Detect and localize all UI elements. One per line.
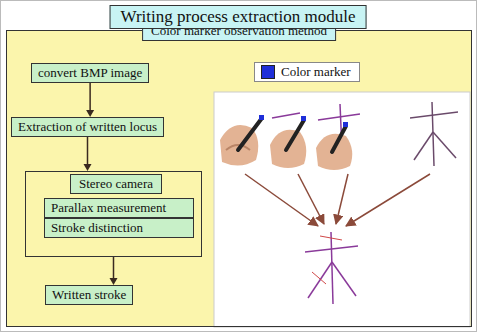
flow-arrow bbox=[86, 83, 94, 117]
process-box: Extraction of written locus bbox=[11, 117, 164, 137]
group-heading: Stereo camera bbox=[70, 174, 162, 194]
box-label: Stroke distinction bbox=[51, 220, 187, 236]
written-stroke-figure bbox=[305, 232, 358, 304]
process-box: convert BMP image bbox=[31, 63, 149, 83]
hand-photo bbox=[270, 113, 306, 168]
module-panel: Color marker observation methodconvert B… bbox=[6, 30, 472, 327]
box-label: convert BMP image bbox=[38, 65, 142, 81]
process-box: Stroke distinction bbox=[44, 218, 194, 238]
group-box: Stereo cameraParallax measurementStroke … bbox=[25, 171, 202, 257]
legend-label: Color marker bbox=[281, 64, 351, 80]
box-label: Extraction of written locus bbox=[18, 119, 157, 135]
hand-photo bbox=[316, 104, 360, 170]
process-box: Parallax measurement bbox=[44, 198, 194, 218]
box-label: Parallax measurement bbox=[51, 200, 187, 216]
box-label: Written stroke bbox=[52, 287, 126, 303]
title-box: Writing process extraction module bbox=[110, 5, 367, 29]
legend-swatch bbox=[261, 65, 275, 79]
flow-arrow bbox=[84, 137, 92, 171]
stroke-photo bbox=[410, 102, 458, 166]
hand-photo bbox=[220, 115, 264, 166]
flow-arrow bbox=[110, 257, 118, 285]
process-box: Written stroke bbox=[45, 285, 133, 305]
legend-box: Color marker bbox=[254, 62, 360, 82]
